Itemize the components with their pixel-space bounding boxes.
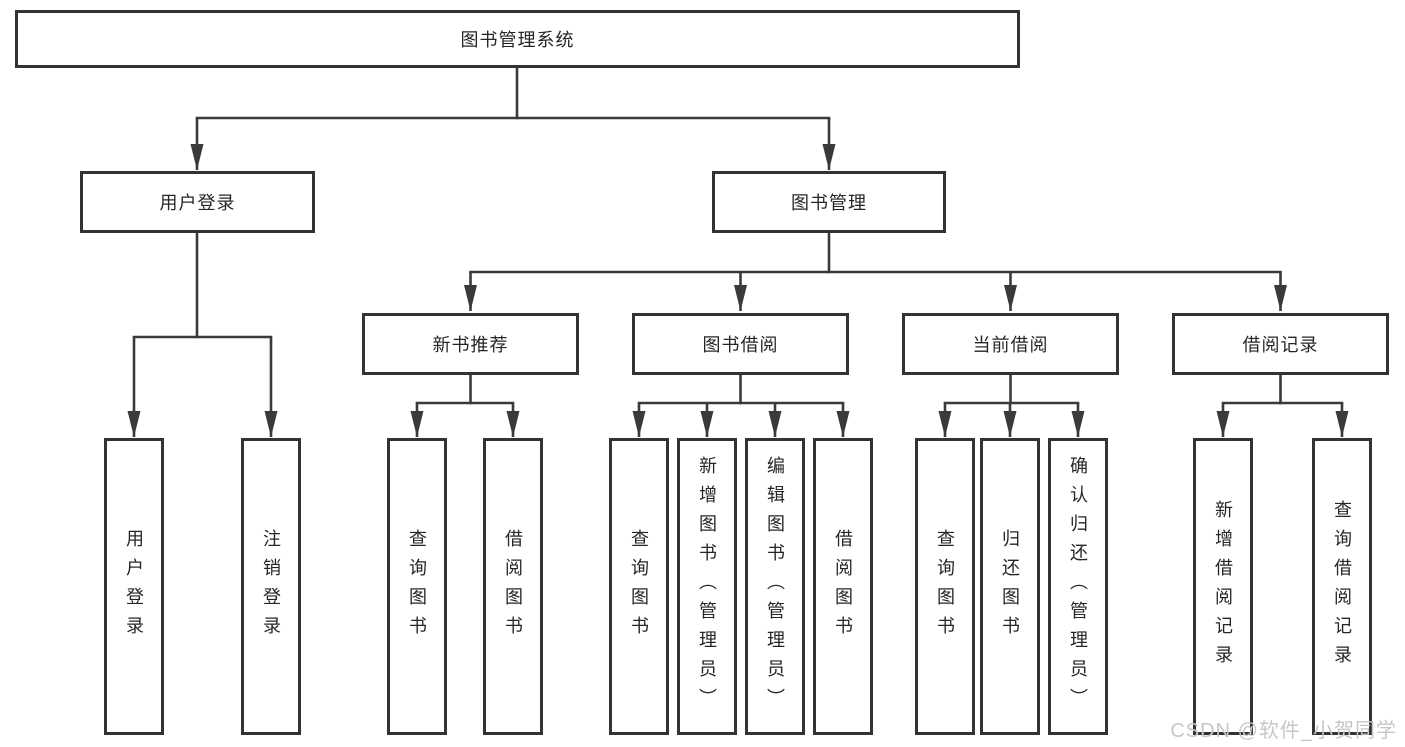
leaf-add-borrow-record-label: 新增借阅记录 <box>1213 499 1233 674</box>
node-borrowing-records-label: 借阅记录 <box>1242 335 1319 355</box>
node-current-borrowing: 当前借阅 <box>902 313 1119 375</box>
node-book-management: 图书管理 <box>712 171 946 233</box>
leaf-borrow-books-recommend: 借阅图书 <box>483 438 543 735</box>
node-book-borrowing-label: 图书借阅 <box>702 335 779 355</box>
leaf-query-borrow-record: 查询借阅记录 <box>1312 438 1372 735</box>
leaf-edit-book-admin-label: 编辑图书（管理员） <box>765 456 785 717</box>
leaf-return-books: 归还图书 <box>980 438 1040 735</box>
leaf-confirm-return-admin-label: 确认归还（管理员） <box>1068 456 1088 717</box>
leaf-user-login: 用户登录 <box>104 438 164 735</box>
node-new-book-recommend-label: 新书推荐 <box>432 335 509 355</box>
leaf-user-login-label: 用户登录 <box>124 528 144 645</box>
leaf-borrow-books-label: 借阅图书 <box>833 528 853 645</box>
leaf-add-book-admin-label: 新增图书（管理员） <box>697 456 717 717</box>
leaf-edit-book-admin: 编辑图书（管理员） <box>745 438 805 735</box>
node-borrowing-records: 借阅记录 <box>1172 313 1389 375</box>
leaf-query-borrow-record-label: 查询借阅记录 <box>1332 499 1352 674</box>
node-user-login: 用户登录 <box>80 171 315 233</box>
leaf-query-books-borrowing-label: 查询图书 <box>629 528 649 645</box>
node-new-book-recommend: 新书推荐 <box>362 313 579 375</box>
leaf-query-books-current: 查询图书 <box>915 438 975 735</box>
csdn-watermark: CSDN @软件_小贺同学 <box>1170 720 1397 742</box>
node-user-login-label: 用户登录 <box>159 193 236 213</box>
leaf-query-books-borrowing: 查询图书 <box>609 438 669 735</box>
node-library-system: 图书管理系统 <box>15 10 1020 68</box>
leaf-add-borrow-record: 新增借阅记录 <box>1193 438 1253 735</box>
leaf-confirm-return-admin: 确认归还（管理员） <box>1048 438 1108 735</box>
leaf-borrow-books-recommend-label: 借阅图书 <box>503 528 523 645</box>
node-library-system-label: 图书管理系统 <box>460 30 575 50</box>
leaf-query-books-current-label: 查询图书 <box>935 528 955 645</box>
node-book-management-label: 图书管理 <box>791 193 867 213</box>
node-current-borrowing-label: 当前借阅 <box>972 335 1049 355</box>
leaf-query-books-recommend-label: 查询图书 <box>407 528 427 645</box>
leaf-logout: 注销登录 <box>241 438 301 735</box>
leaf-logout-label: 注销登录 <box>261 528 281 645</box>
leaf-return-books-label: 归还图书 <box>1000 528 1020 645</box>
leaf-query-books-recommend: 查询图书 <box>387 438 447 735</box>
leaf-add-book-admin: 新增图书（管理员） <box>677 438 737 735</box>
node-book-borrowing: 图书借阅 <box>632 313 849 375</box>
leaf-borrow-books: 借阅图书 <box>813 438 873 735</box>
